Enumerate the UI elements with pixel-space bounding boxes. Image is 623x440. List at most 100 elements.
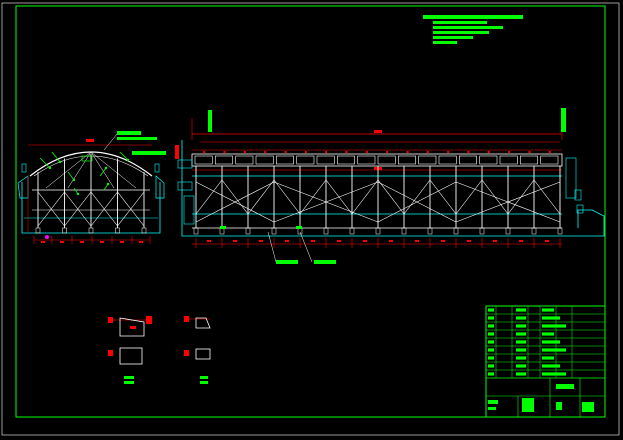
end-arrow-head xyxy=(126,158,130,162)
detail-section-b xyxy=(184,316,211,384)
end-arrow xyxy=(99,167,107,177)
side-chamber-tick xyxy=(406,151,409,153)
side-brace xyxy=(533,179,561,215)
side-chamber-box xyxy=(397,155,416,165)
side-chamber-tick xyxy=(365,151,368,153)
side-chamber-box xyxy=(215,155,233,165)
side-chamber-box xyxy=(438,155,457,165)
tb-cell-text xyxy=(516,308,526,312)
end-arrow xyxy=(103,183,109,191)
side-callout-tag xyxy=(276,260,298,264)
side-chamber-tick xyxy=(284,151,287,153)
side-dim-label xyxy=(363,240,367,242)
side-dim-label xyxy=(415,240,419,242)
tb-cell-text xyxy=(516,332,526,336)
tb-cell-text xyxy=(542,364,560,368)
tb-cell-text xyxy=(488,324,494,328)
side-chamber-box xyxy=(540,155,559,165)
side-chamber-box xyxy=(519,155,538,165)
side-column-footing xyxy=(401,227,407,235)
end-arrow-head xyxy=(76,192,80,196)
end-arrow xyxy=(39,157,51,169)
side-chamber-tick xyxy=(304,151,307,153)
side-chamber-tick xyxy=(203,151,206,153)
end-brace xyxy=(37,191,65,227)
end-dim-label xyxy=(80,241,84,243)
end-callout-tag xyxy=(132,151,166,155)
end-arrow xyxy=(73,187,79,195)
side-cross-brace xyxy=(455,181,561,223)
end-grid-marker xyxy=(45,235,49,239)
end-dim-label xyxy=(139,241,143,243)
detail-section-a xyxy=(108,316,152,384)
title-block-frame xyxy=(485,305,606,418)
side-column-footing xyxy=(531,227,537,235)
end-rib xyxy=(90,151,115,189)
side-dim-label xyxy=(389,240,393,242)
side-chamber-box xyxy=(194,155,213,165)
tb-cell-text xyxy=(488,332,494,336)
side-brace xyxy=(455,179,483,215)
tb-cell-text xyxy=(516,356,526,360)
tb-cell-text xyxy=(542,348,566,352)
side-column-footing xyxy=(479,227,485,235)
tb-cell-text xyxy=(516,364,526,368)
side-chamber-tick xyxy=(426,151,429,153)
side-column-footing xyxy=(323,227,329,235)
side-column-footing xyxy=(375,227,381,235)
side-brace xyxy=(273,179,301,215)
tb-cell-text xyxy=(542,372,566,376)
tb-cell-text xyxy=(516,340,526,344)
side-elevation-view xyxy=(175,108,605,264)
end-brace xyxy=(90,191,118,227)
end-arrow-head xyxy=(106,182,110,186)
side-truss-frame xyxy=(193,166,563,235)
tb-cell-text xyxy=(488,364,494,368)
tb-cell-text xyxy=(542,340,560,344)
tb-cell-text xyxy=(542,356,554,360)
tb-cell-text xyxy=(488,356,494,360)
side-dim-label xyxy=(259,240,263,242)
end-dimension-line xyxy=(27,176,151,244)
side-chamber-box xyxy=(499,155,518,165)
side-chamber-tick xyxy=(487,151,490,153)
end-arrow-head xyxy=(48,166,52,170)
side-dim-label xyxy=(207,240,211,242)
side-dim-label xyxy=(285,240,289,242)
side-callout-tag xyxy=(314,260,336,264)
end-brace xyxy=(64,191,92,227)
end-dim-label xyxy=(41,241,45,243)
title-block-parts-table xyxy=(486,306,605,378)
tb-cell-text xyxy=(488,372,494,376)
tb-cell-text xyxy=(516,372,526,376)
side-dim-label xyxy=(519,240,523,242)
side-chamber-tick xyxy=(223,151,226,153)
end-callout-tag xyxy=(117,137,157,140)
side-chamber-tick xyxy=(264,151,267,153)
inner-frame xyxy=(15,5,606,418)
side-dim-label xyxy=(233,240,237,242)
detail-sections xyxy=(108,316,211,384)
end-post-footing xyxy=(88,227,94,234)
side-chamber-tick xyxy=(548,151,551,153)
end-post-footing xyxy=(62,227,67,234)
side-dim-label xyxy=(441,240,445,242)
tb-cell-text xyxy=(488,348,494,352)
side-cross-brace xyxy=(273,181,379,223)
side-chamber-tick xyxy=(528,151,531,153)
side-column-footing xyxy=(349,227,355,235)
side-brace xyxy=(351,179,379,215)
end-arrow xyxy=(67,171,75,181)
side-chamber-boxes xyxy=(194,151,559,165)
tb-cell-text xyxy=(516,316,526,320)
end-post-footing xyxy=(115,227,120,234)
side-chamber-tick xyxy=(345,151,348,153)
side-chamber-tick xyxy=(243,151,246,153)
end-arrow xyxy=(119,151,129,161)
tb-cell-text xyxy=(488,316,494,320)
end-rib xyxy=(45,151,92,189)
end-section-view xyxy=(17,131,166,244)
side-chamber-box xyxy=(235,155,254,165)
